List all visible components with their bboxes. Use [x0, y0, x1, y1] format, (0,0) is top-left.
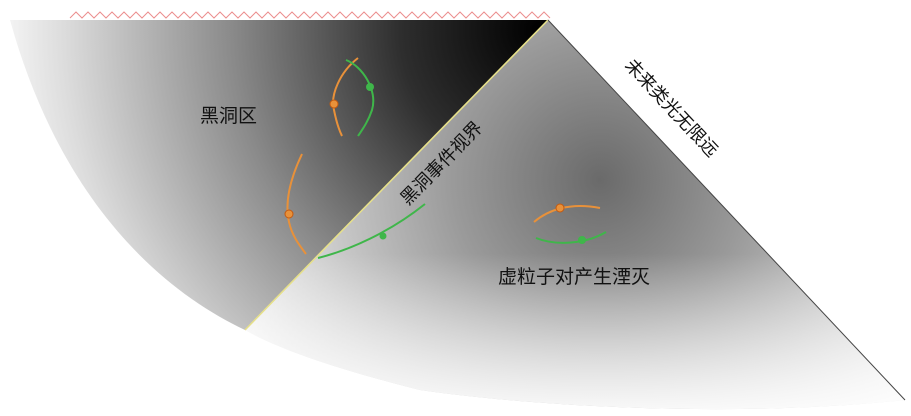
green-particle-escape	[379, 232, 387, 240]
singularity-zigzag	[69, 11, 551, 19]
orange-particle-top	[329, 99, 339, 109]
green-particle-top	[366, 83, 374, 91]
orange-particle-pair	[555, 203, 565, 213]
event-horizon-line	[244, 19, 549, 331]
green-particle-pair	[578, 236, 586, 244]
orange-particle-mid	[284, 209, 294, 219]
virtual-pair-annihilation-label: 虚粒子对产生湮灭	[498, 266, 650, 288]
orange-particle-path-top	[332, 57, 359, 137]
green-particle-path-escape	[317, 203, 426, 259]
future-null-infinity-edge	[547, 19, 906, 401]
black-hole-region	[10, 20, 548, 330]
orange-particle-path-mid	[286, 153, 307, 255]
black-hole-region-label: 黑洞区	[200, 105, 257, 127]
green-particle-path-pair	[535, 231, 607, 244]
green-particle-path-top	[345, 59, 375, 137]
exterior-fade	[245, 20, 905, 410]
